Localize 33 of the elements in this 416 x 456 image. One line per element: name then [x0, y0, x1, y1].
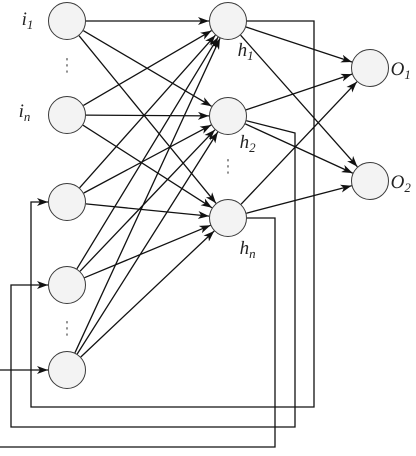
- arrow: [240, 81, 358, 205]
- node-label: O$_{1}$: [390, 60, 411, 80]
- arrow: [10, 120, 296, 428]
- connector-line: [0, 217, 276, 448]
- neuron-circle: [48, 266, 86, 304]
- node-label: h$_{2}$: [240, 132, 256, 153]
- node-label: i$_{n}$: [18, 102, 30, 122]
- arrow: [76, 132, 218, 354]
- arrow: [246, 26, 352, 63]
- arrow: [86, 203, 210, 219]
- arrow: [245, 123, 353, 174]
- vertical-ellipsis: ⋮: [58, 57, 76, 75]
- arrow: [74, 38, 221, 353]
- arrow: [84, 124, 212, 194]
- arrow: [86, 112, 209, 120]
- arrow: [76, 36, 219, 270]
- arrow: [246, 73, 352, 111]
- node-label: h$_{1}$: [238, 40, 254, 61]
- arrow: [82, 124, 212, 208]
- neuron-circle: [48, 183, 86, 221]
- node-label: O$_{2}$: [390, 172, 411, 193]
- neuron-circle: [48, 351, 86, 389]
- arrow: [86, 17, 209, 25]
- arrow: [246, 184, 352, 214]
- arrow: [80, 129, 216, 272]
- arrow: [240, 34, 358, 168]
- vertical-ellipsis: ⋮: [58, 320, 76, 338]
- arrow: [80, 230, 215, 358]
- node-label: i$_{1}$: [22, 10, 34, 30]
- arrow: [84, 224, 211, 278]
- arrow: [0, 366, 48, 374]
- node-label: h$_{n}$: [240, 238, 256, 259]
- vertical-ellipsis: ⋮: [219, 158, 237, 176]
